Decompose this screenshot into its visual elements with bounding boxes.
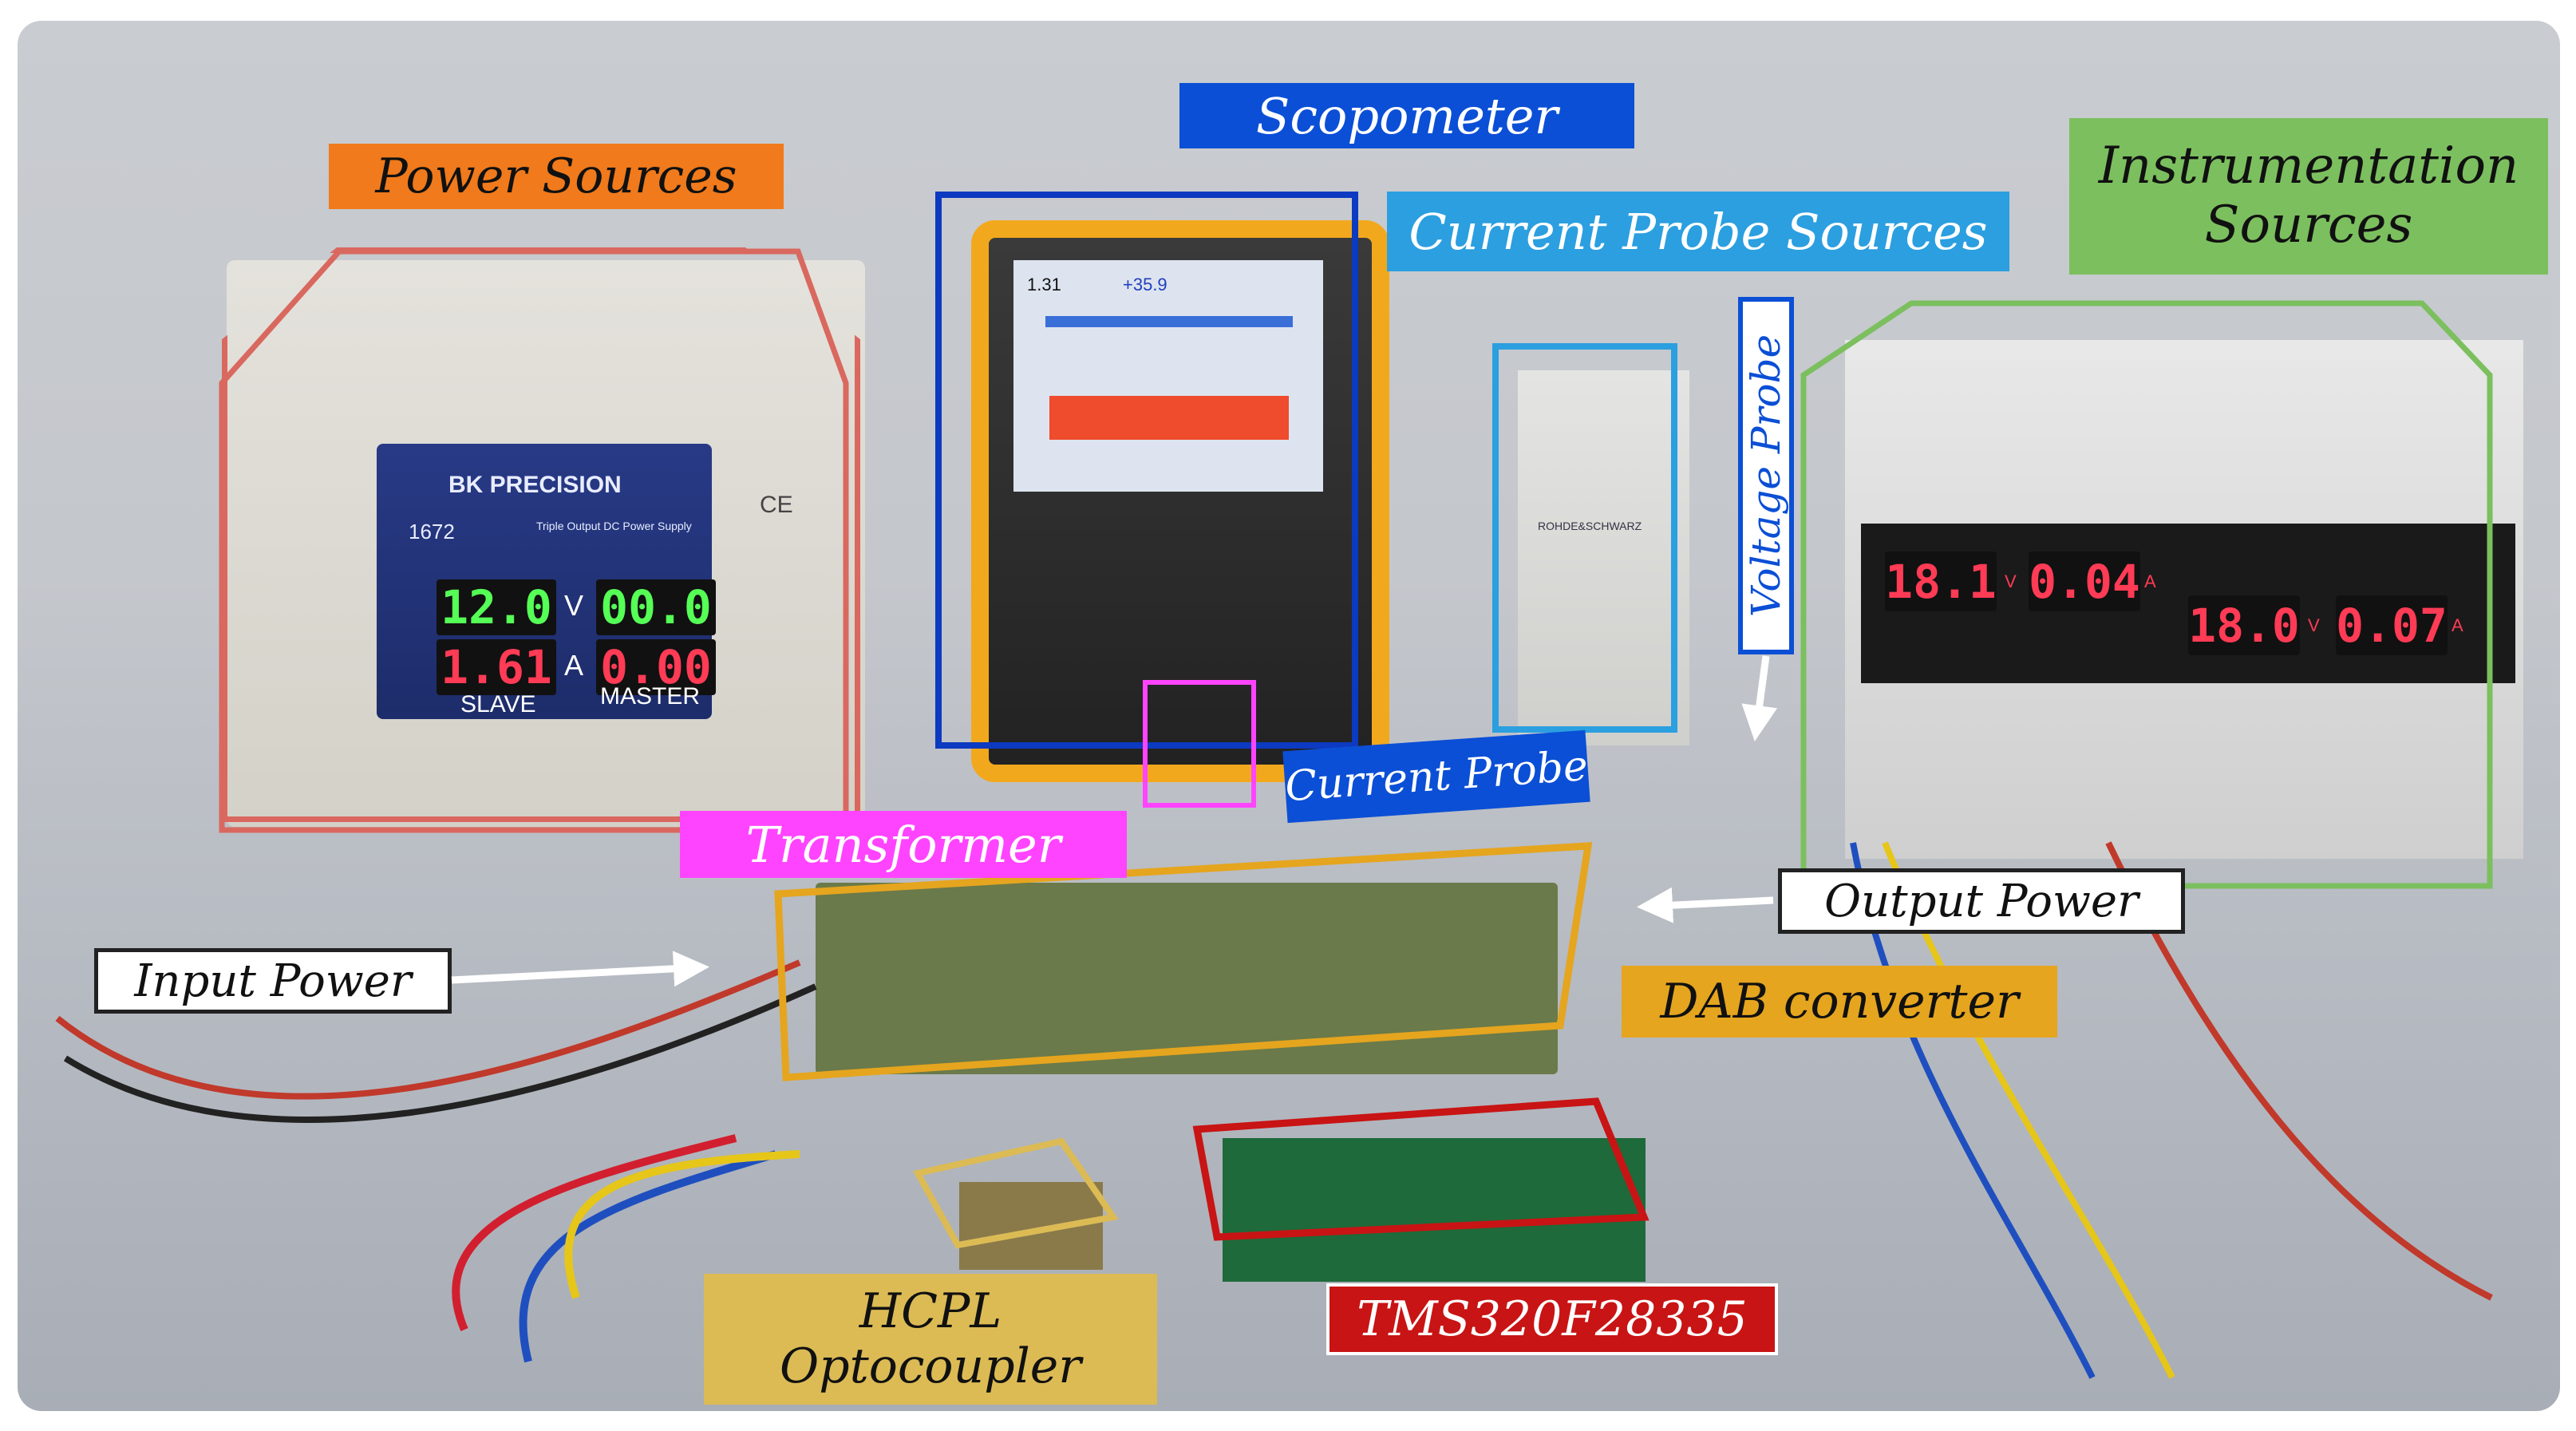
- transformer-outline: [1143, 680, 1256, 808]
- right-left-voltage-display: 18.1: [1885, 551, 1997, 611]
- bk-ce-mark: CE: [760, 492, 793, 518]
- rs-brand-text: ROHDE&SCHWARZ: [1538, 520, 1642, 532]
- dab-pcb: [816, 883, 1558, 1074]
- right-right-unit-a: A: [2452, 615, 2463, 635]
- voltage-probe-label: Voltage Probe: [1738, 297, 1794, 654]
- bk-slave-voltage-display: 12.0: [437, 579, 556, 635]
- instrumentation-label-line2: Sources: [2204, 196, 2413, 255]
- scope-trace-red: [1049, 396, 1289, 440]
- hcpl-optocoupler-label: HCPL Optocoupler: [704, 1274, 1157, 1405]
- bk-slave-current-display: 1.61: [437, 639, 556, 695]
- input-power-arrow: [451, 951, 709, 987]
- transformer-label: Transformer: [680, 811, 1127, 878]
- scopometer-label: Scopometer: [1179, 83, 1634, 148]
- tms-label: TMS320F28335: [1326, 1283, 1778, 1355]
- current-probe-sources-outline: [1492, 343, 1677, 733]
- dab-converter-label: DAB converter: [1622, 966, 2057, 1038]
- input-power-label: Input Power: [94, 948, 452, 1014]
- power-sources-label: Power Sources: [329, 144, 784, 209]
- right-right-current-display: 0.07: [2336, 595, 2448, 655]
- output-power-label: Output Power: [1778, 868, 2185, 934]
- voltage-probe-arrow: [1741, 655, 1778, 741]
- bk-master-voltage-display: 00.0: [596, 579, 716, 635]
- current-probe-supply-unit: [1518, 370, 1689, 745]
- bk-desc-text: Triple Output DC Power Supply: [536, 520, 692, 532]
- hcpl-label-line1: HCPL: [859, 1283, 1002, 1339]
- bk-brand-text: BK PRECISION: [448, 472, 622, 498]
- bk-unit-v: V: [564, 589, 584, 622]
- hcpl-label-line2: Optocoupler: [780, 1338, 1081, 1394]
- dsp-board: [1223, 1138, 1646, 1282]
- current-probe-sources-label: Current Probe Sources: [1387, 192, 2009, 271]
- bk-slave-text: SLAVE: [460, 691, 536, 717]
- bk-master-text: MASTER: [600, 683, 701, 710]
- right-left-current-display: 0.04: [2029, 551, 2140, 611]
- output-power-arrow: [1637, 887, 1774, 923]
- right-right-voltage-display: 18.0: [2188, 595, 2300, 655]
- scope-reading-1: 1.31: [1027, 275, 1061, 295]
- instrumentation-sources-label: Instrumentation Sources: [2069, 118, 2548, 275]
- scopometer-screen: [1013, 260, 1323, 492]
- right-left-unit-v: V: [2005, 571, 2017, 591]
- scope-reading-2: +35.9: [1123, 275, 1167, 295]
- right-right-unit-v: V: [2308, 615, 2320, 635]
- right-left-unit-a: A: [2144, 571, 2156, 591]
- bk-master-current-display: 0.00: [596, 639, 716, 695]
- bk-unit-a: A: [564, 649, 584, 682]
- scope-trace-blue: [1045, 316, 1293, 327]
- bk-model-text: 1672: [409, 520, 455, 544]
- instrumentation-label-line1: Instrumentation: [2098, 136, 2519, 196]
